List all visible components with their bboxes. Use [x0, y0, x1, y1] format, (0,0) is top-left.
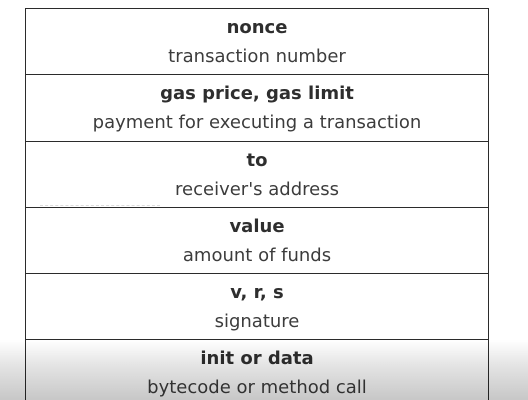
field-name: gas price, gas limit	[160, 83, 354, 105]
field-gas: gas price, gas limit payment for executi…	[26, 75, 488, 142]
field-signature: v, r, s signature	[26, 274, 488, 341]
field-name: to	[246, 149, 268, 171]
field-description: bytecode or method call	[147, 377, 367, 399]
field-description: payment for executing a transaction	[92, 112, 422, 134]
field-data: init or data bytecode or method call	[26, 340, 488, 400]
field-name: init or data	[200, 348, 314, 370]
field-description: receiver's address	[175, 178, 339, 200]
field-description: signature	[214, 311, 300, 333]
transaction-structure-diagram: nonce transaction number gas price, gas …	[25, 8, 489, 400]
field-value: value amount of funds	[26, 208, 488, 275]
field-name: v, r, s	[230, 282, 284, 304]
field-name: value	[229, 215, 285, 237]
faint-divider	[40, 205, 160, 206]
field-to: to receiver's address	[26, 142, 488, 208]
field-description: amount of funds	[182, 244, 332, 266]
field-nonce: nonce transaction number	[26, 9, 488, 76]
field-description: transaction number	[168, 46, 346, 67]
field-name: nonce	[226, 17, 288, 38]
